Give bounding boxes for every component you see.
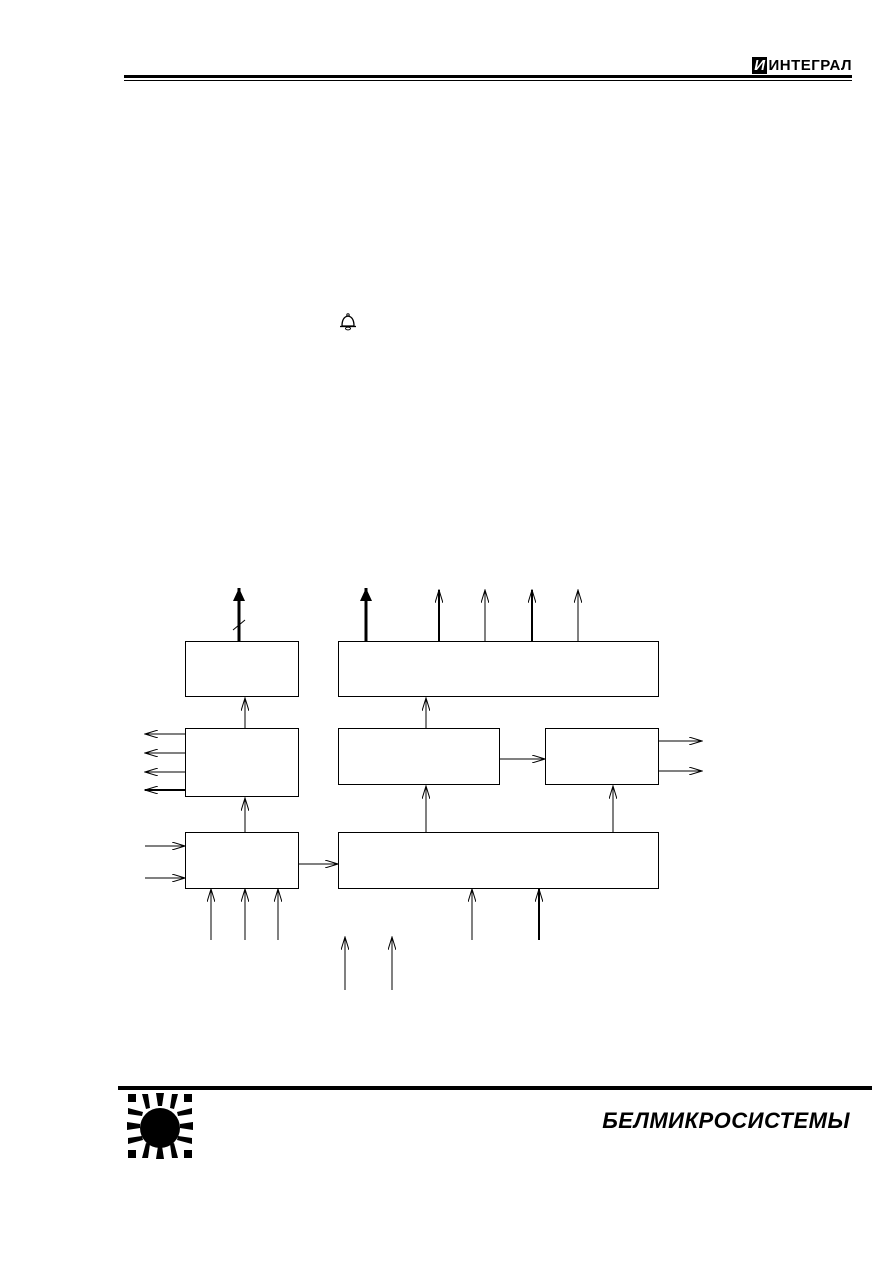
bus-slash (232, 619, 246, 631)
sun-logo-icon (127, 1093, 193, 1159)
block-mid-left (185, 728, 299, 797)
footer-rule (118, 1086, 872, 1090)
brand-belmicrosystems: БЕЛМИКРОСИСТЕМЫ (602, 1108, 850, 1133)
block-top-right (338, 641, 659, 697)
header-rule (124, 75, 852, 78)
block-bottom-left (185, 832, 299, 889)
block-mid-right (545, 728, 659, 785)
header-rule-thin (124, 80, 852, 81)
block-top-left (185, 641, 299, 697)
block-bottom-right (338, 832, 659, 889)
block-mid-center (338, 728, 500, 785)
brand-mark: И (752, 57, 768, 74)
bell-icon (340, 313, 356, 331)
brand-text: ИНТЕГРАЛ (768, 57, 852, 74)
